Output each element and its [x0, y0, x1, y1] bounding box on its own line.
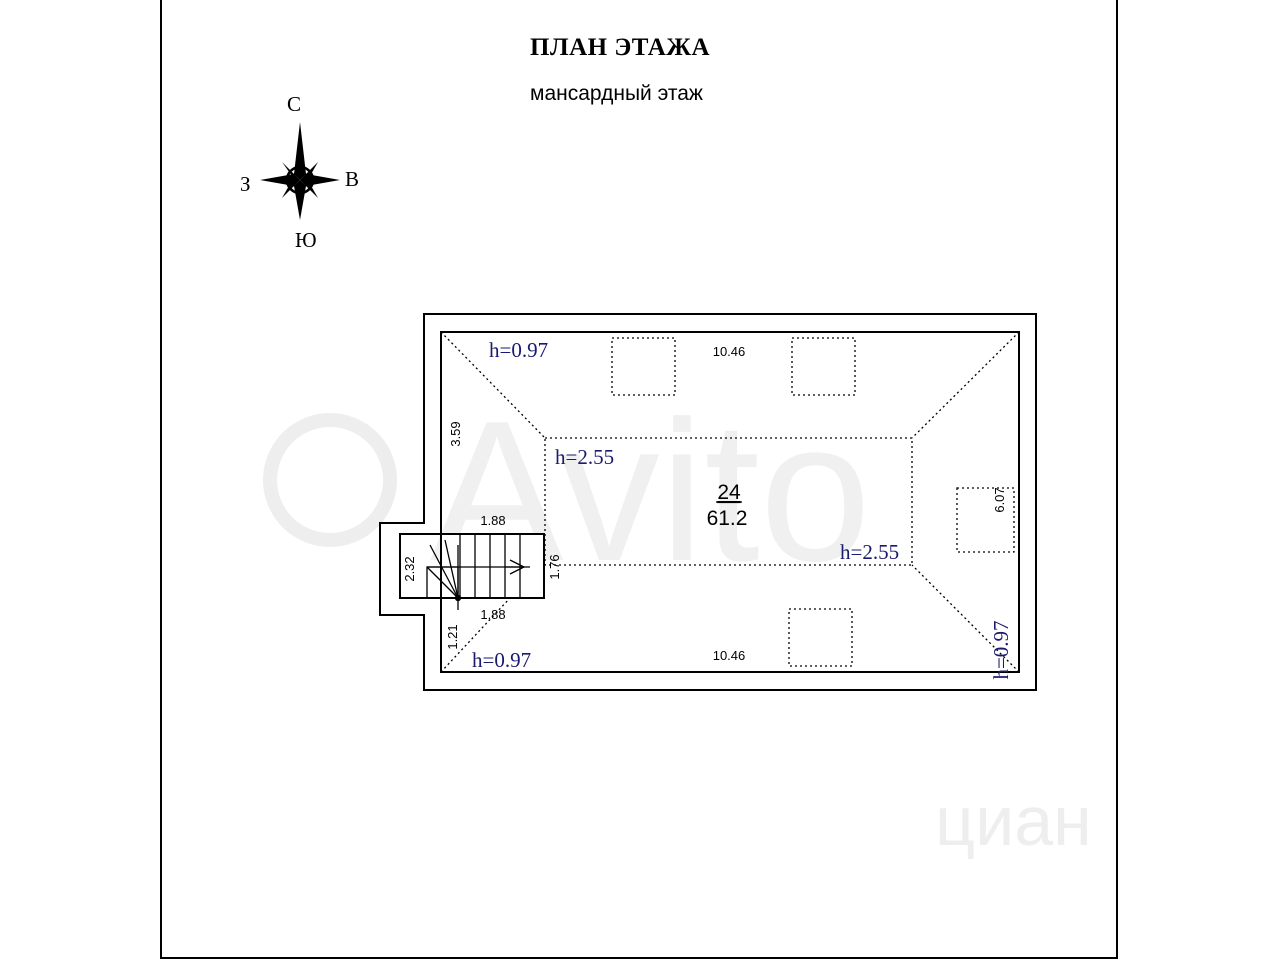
compass-east-label: В: [345, 167, 360, 191]
watermark-cian: циан: [935, 782, 1092, 860]
dimension-top-length: 10.46: [713, 344, 746, 359]
dimension-stair-bottom: 1.88: [480, 607, 505, 622]
dimension-stair-top: 1.88: [480, 513, 505, 528]
page-subtitle: мансардный этаж: [530, 82, 703, 105]
skylights: [611, 337, 1015, 667]
room-number: 24: [717, 481, 741, 504]
compass-west-label: З: [240, 172, 251, 196]
dimension-left-bottom: 1.21: [445, 624, 460, 649]
skylight-3: [956, 487, 1015, 553]
compass-south-label: Ю: [295, 228, 317, 252]
roof-lines: [440, 331, 1020, 673]
height-label-top-left: h=0.97: [489, 338, 548, 362]
dimension-stair-right: 1.76: [547, 554, 562, 579]
page-title: ПЛАН ЭТАЖА: [530, 34, 711, 61]
dimension-left-top: 3.59: [448, 421, 463, 446]
skylight-1: [611, 337, 676, 396]
staircase: [426, 533, 545, 610]
skylight-4: [788, 608, 853, 667]
height-label-center-right: h=2.55: [840, 540, 899, 564]
height-label-right: h=0.97: [989, 620, 1013, 679]
room-area: 61.2: [707, 507, 748, 530]
dimension-bottom-length: 10.46: [713, 648, 746, 663]
dimension-right-width: 6.07: [992, 487, 1007, 512]
compass-rose-icon: [260, 122, 340, 220]
height-label-center-left: h=2.55: [555, 445, 614, 469]
height-label-bottom-left: h=0.97: [472, 648, 531, 672]
watermark-avito: Avito: [263, 380, 871, 603]
dimension-stair-left: 2.32: [402, 556, 417, 581]
drawing-sheet: [160, 0, 1118, 959]
skylight-2: [791, 337, 856, 396]
compass-north-label: С: [287, 92, 302, 116]
